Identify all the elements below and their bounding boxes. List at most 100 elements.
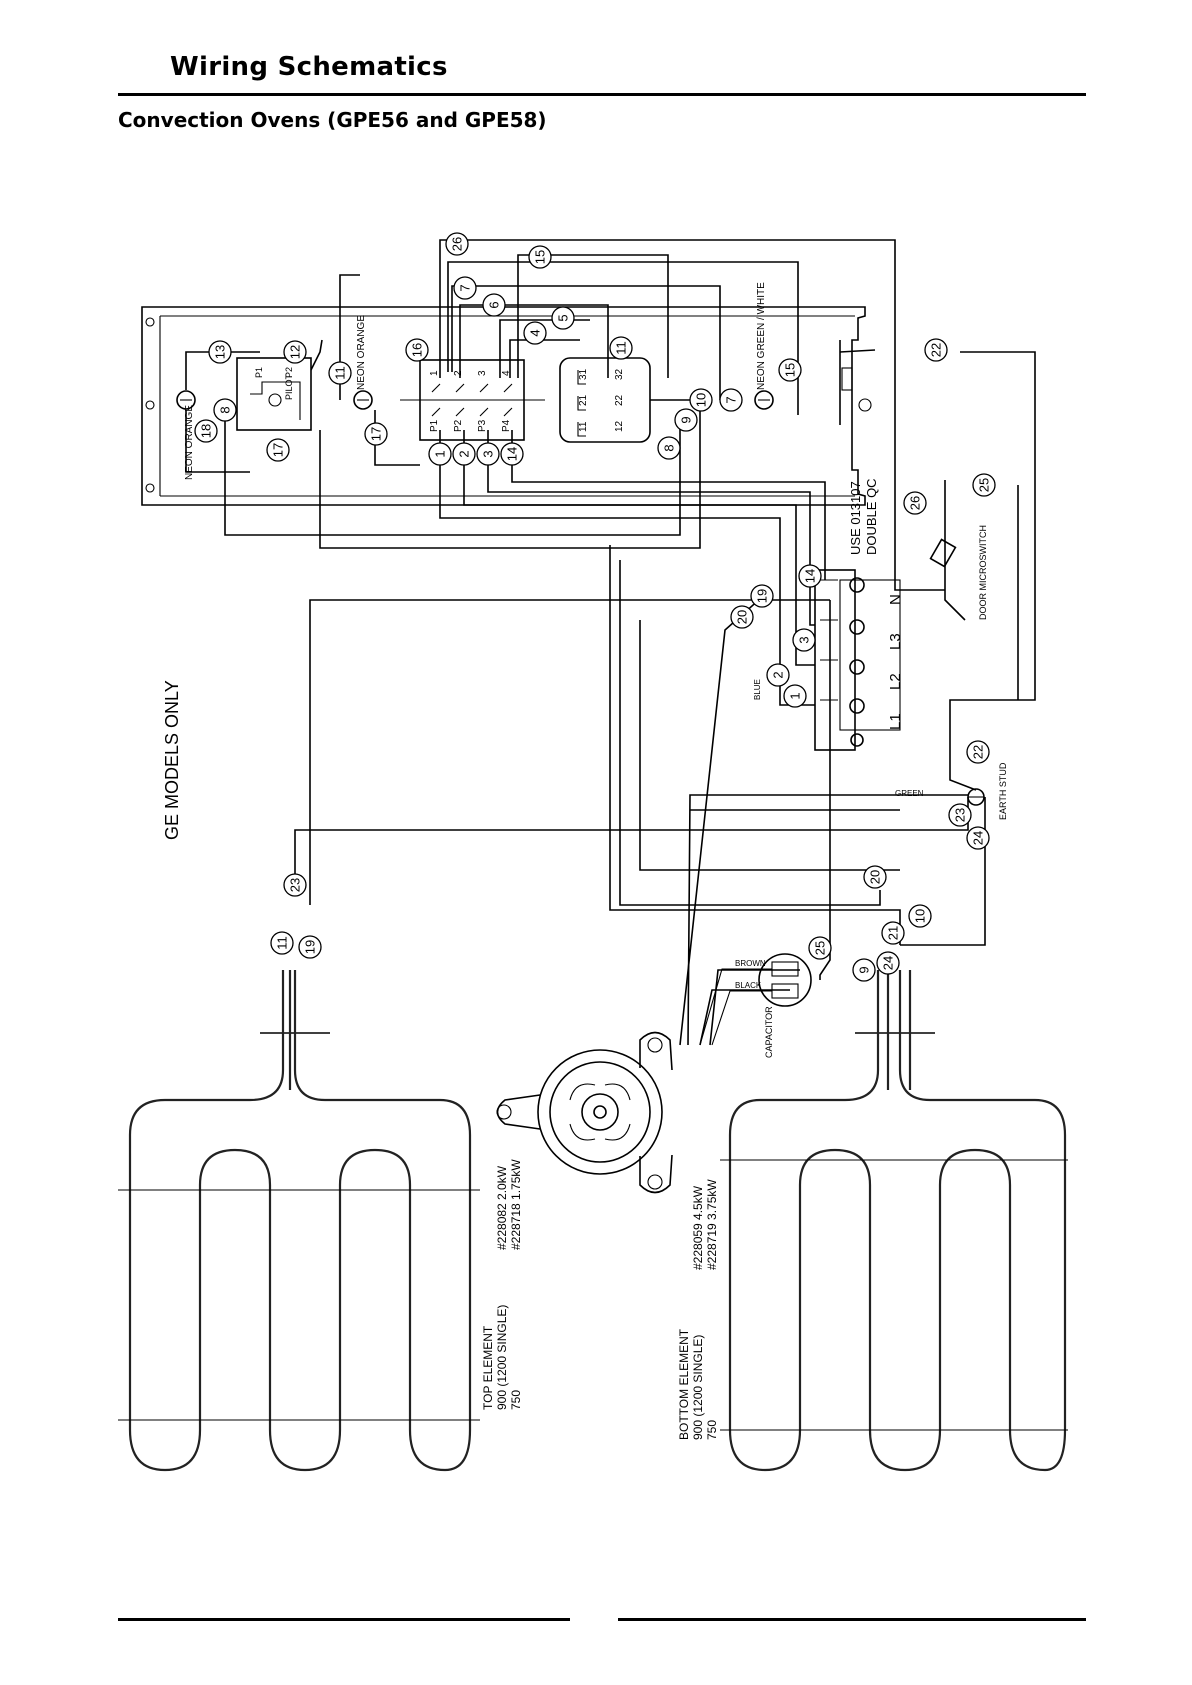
wire-number-1: 1	[428, 442, 452, 466]
pilot-label: PILOT	[284, 373, 294, 400]
svg-text:19: 19	[303, 940, 318, 954]
wire-number-16: 16	[405, 338, 429, 362]
main-switch: P1 P2 P3 P4 1 2 3 4	[400, 359, 545, 441]
wire-number-3: 3	[476, 442, 500, 466]
earth-stud-label: EARTH STUD	[998, 762, 1008, 820]
wire-number-23: 23	[283, 873, 307, 897]
svg-text:23: 23	[288, 878, 303, 892]
svg-text:8: 8	[662, 444, 677, 451]
ge-models-note: GE MODELS ONLY	[162, 680, 182, 840]
svg-text:4: 4	[528, 329, 543, 336]
wire-number-25: 25	[808, 936, 832, 960]
wire-number-7: 7	[719, 388, 743, 412]
wire-number-24: 24	[966, 826, 990, 850]
wire-number-22: 22	[924, 338, 948, 362]
switch-pin-3: 3	[477, 370, 488, 376]
svg-text:25: 25	[813, 941, 828, 955]
wire-number-17: 17	[364, 422, 388, 446]
wire-number-22: 22	[966, 740, 990, 764]
svg-text:24: 24	[881, 956, 896, 970]
blue-wire-label: BLUE	[753, 679, 762, 700]
wire-number-2: 2	[766, 663, 790, 687]
svg-text:13: 13	[213, 345, 228, 359]
wire-number-6: 6	[482, 293, 506, 317]
relay-pin-12: 12	[614, 420, 625, 432]
wire-number-4: 4	[523, 321, 547, 345]
svg-text:11: 11	[333, 366, 348, 380]
svg-text:16: 16	[410, 343, 425, 357]
neon-orange-mid-label: NEON ORANGE	[356, 315, 367, 390]
svg-text:11: 11	[275, 936, 290, 950]
svg-text:23: 23	[953, 808, 968, 822]
svg-text:8: 8	[218, 406, 233, 413]
switch-pin-2: 2	[453, 370, 464, 376]
svg-text:17: 17	[369, 427, 384, 441]
top-element-part-2: #228718 1.75kW	[509, 1159, 523, 1250]
wire-number-24: 24	[876, 951, 900, 975]
capacitor: BROWN BLACK CAPACITOR	[699, 953, 812, 1058]
wire-number-12: 12	[283, 340, 307, 364]
wire-number-10: 10	[908, 904, 932, 928]
wire-number-1: 1	[783, 684, 807, 708]
svg-text:26: 26	[908, 496, 923, 510]
svg-text:14: 14	[505, 447, 520, 461]
capacitor-label: CAPACITOR	[764, 1006, 774, 1058]
wire-number-20: 20	[863, 865, 887, 889]
qc-note-line2: DOUBLE QC	[864, 478, 879, 555]
wire-number-23: 23	[948, 803, 972, 827]
svg-text:7: 7	[458, 284, 473, 291]
green-wire-label: GREEN	[895, 789, 924, 798]
switch-p4-label: P4	[501, 419, 512, 432]
svg-text:25: 25	[977, 478, 992, 492]
control-panel	[141, 306, 872, 506]
bottom-element-part-1: #228059 4.5kW	[691, 1185, 705, 1270]
svg-text:1: 1	[433, 450, 448, 457]
svg-text:19: 19	[755, 589, 770, 603]
svg-text:24: 24	[971, 831, 986, 845]
wire-number-11: 11	[328, 361, 352, 385]
svg-text:11: 11	[614, 341, 629, 355]
top-element-size: 900 (1200 SINGLE)	[495, 1305, 509, 1410]
wire-number-11: 11	[609, 336, 633, 360]
svg-text:9: 9	[679, 416, 694, 423]
svg-text:2: 2	[457, 450, 472, 457]
wire-number-15: 15	[778, 358, 802, 382]
svg-text:15: 15	[533, 250, 548, 264]
relay-pin-22: 22	[614, 394, 625, 406]
wire-number-2: 2	[452, 442, 476, 466]
relay-pin-21: 21	[578, 394, 589, 406]
terminal-n-label: N	[887, 594, 904, 605]
switch-p2-label: P2	[453, 419, 464, 432]
door-microswitch: DOOR MICROSWITCH	[929, 480, 988, 621]
terminal-l2-label: L2	[887, 673, 904, 690]
svg-text:10: 10	[694, 393, 709, 407]
footer-rule-right	[618, 1618, 1086, 1621]
wiring-harness	[185, 239, 1036, 1046]
wire-number-14: 14	[500, 442, 524, 466]
top-element-size-alt: 750	[509, 1390, 523, 1410]
svg-text:17: 17	[271, 443, 286, 457]
black-wire-label: BLACK	[735, 981, 762, 990]
switch-pin-4: 4	[501, 370, 512, 376]
wire-number-17: 17	[266, 438, 290, 462]
wire-number-3: 3	[792, 628, 816, 652]
svg-text:2: 2	[771, 671, 786, 678]
bottom-element-size-alt: 750	[705, 1420, 719, 1440]
wire-number-18: 18	[194, 419, 218, 443]
svg-text:5: 5	[556, 314, 571, 321]
wire-number-20: 20	[730, 605, 754, 629]
terminal-l3-label: L3	[887, 633, 904, 650]
top-element-part-1: #228082 2.0kW	[495, 1165, 509, 1250]
bottom-element-part-2: #228719 3.75kW	[705, 1179, 719, 1270]
svg-text:1: 1	[788, 692, 803, 699]
header-rule	[118, 93, 1086, 96]
svg-text:7: 7	[724, 396, 739, 403]
section-title: Wiring Schematics	[170, 52, 448, 82]
top-element: TOP ELEMENT 900 (1200 SINGLE) 750 #22808…	[118, 970, 523, 1472]
terminal-l1-label: L1	[887, 713, 904, 730]
svg-text:10: 10	[913, 909, 928, 923]
svg-text:21: 21	[886, 926, 901, 940]
wire-number-19: 19	[298, 935, 322, 959]
fan-motor	[496, 1031, 673, 1194]
